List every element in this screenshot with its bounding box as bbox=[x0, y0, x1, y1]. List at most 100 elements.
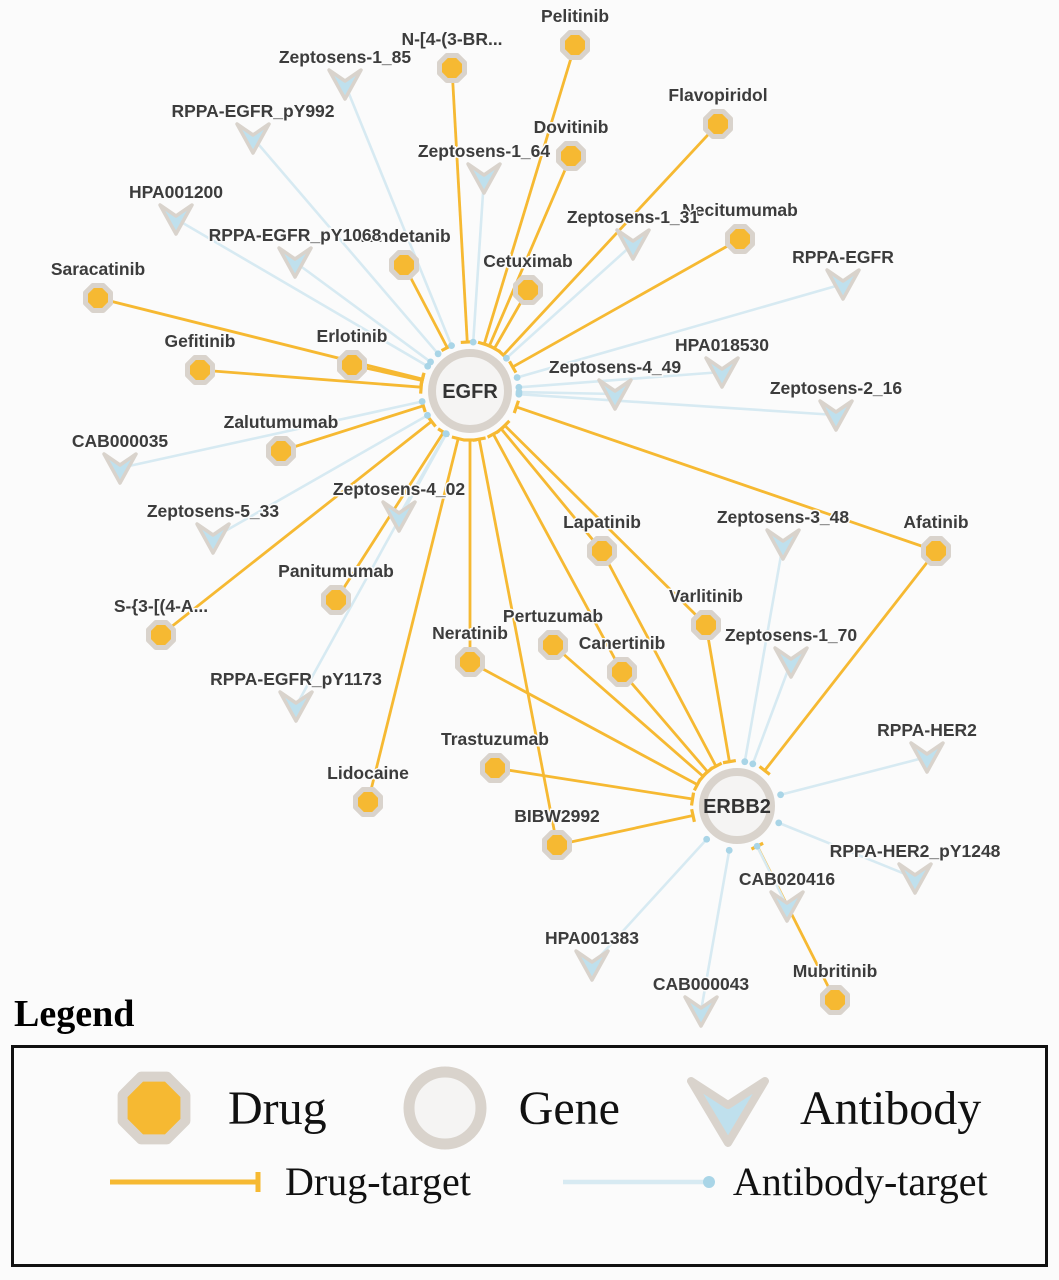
gene-label-ERBB2: ERBB2 bbox=[703, 796, 771, 818]
node-label-canertinib: Canertinib bbox=[579, 633, 666, 653]
antibody-node-rppa_egfr bbox=[825, 268, 861, 301]
antibody-target-dot bbox=[424, 411, 431, 419]
node-label-hpa001383: HPA001383 bbox=[545, 928, 639, 948]
node-label-panitumumab: Panitumumab bbox=[278, 561, 394, 581]
antibody-node-rppa_egfr_py1173 bbox=[278, 690, 314, 723]
antibody-target-dot bbox=[513, 374, 521, 381]
drug-target-edge bbox=[494, 766, 693, 801]
node-label-zeptosens_4_02: Zeptosens-4_02 bbox=[333, 479, 466, 499]
node-label-pelitinib: Pelitinib bbox=[541, 6, 609, 26]
antibody-target-edge bbox=[743, 543, 785, 762]
node-label-neratinib: Neratinib bbox=[432, 623, 508, 643]
legend-edges-row: Drug-target Antibody-target bbox=[106, 1158, 1045, 1205]
legend-drug-label: Drug bbox=[228, 1081, 327, 1135]
drug-target-edge bbox=[600, 550, 718, 767]
antibody-target-dot bbox=[703, 835, 711, 843]
node-label-gefitinib: Gefitinib bbox=[165, 331, 236, 351]
drug-target-tee bbox=[689, 792, 696, 806]
drug-target-edge bbox=[160, 420, 433, 637]
drug-target-tee bbox=[472, 436, 486, 442]
legend-drug-target-label: Drug-target bbox=[285, 1159, 471, 1204]
node-label-rppa_egfr_py1173: RPPA-EGFR_pY1173 bbox=[210, 669, 382, 689]
antibody-target-edge bbox=[751, 661, 793, 765]
antibody-icon bbox=[686, 1077, 769, 1147]
node-label-dovitinib: Dovitinib bbox=[534, 117, 609, 137]
node-label-rppa_her2_py1248: RPPA-HER2_pY1248 bbox=[830, 841, 1001, 861]
drug-node-saracatinib bbox=[83, 283, 113, 313]
antibody-target-dot bbox=[469, 338, 477, 346]
antibody-target-edge bbox=[518, 370, 723, 389]
gene-node-ERBB2 bbox=[699, 768, 775, 844]
antibody-target-dot bbox=[502, 354, 510, 362]
drug-node-lidocaine bbox=[353, 787, 383, 817]
drug-node-s3_4a bbox=[146, 620, 176, 650]
node-label-cetuximab: Cetuximab bbox=[483, 251, 572, 271]
legend-box: Drug Gene Antibody Drug-target Antibody-… bbox=[11, 1045, 1048, 1267]
drug-target-tee bbox=[697, 770, 709, 783]
node-label-saracatinib: Saracatinib bbox=[51, 259, 145, 279]
drug-node-flavopiridol bbox=[703, 109, 733, 139]
gene-node-EGFR bbox=[428, 349, 512, 433]
drug-node-trastuzumab bbox=[480, 753, 510, 783]
legend-title: Legend bbox=[14, 993, 135, 1035]
node-label-erlotinib: Erlotinib bbox=[317, 326, 388, 346]
antibody-node-rppa_her2_py1248 bbox=[897, 862, 933, 895]
antibody-target-dot bbox=[702, 1175, 715, 1188]
labels-layer: EGFRERBB2PelitinibN-[4-(3-BR...Flavopiri… bbox=[49, 5, 1002, 996]
antibody-target-dot bbox=[753, 842, 761, 850]
antibody-target-dot bbox=[749, 760, 757, 768]
drug-target-tee bbox=[690, 808, 696, 823]
drug-node-vandetanib bbox=[389, 250, 419, 280]
antibody-node-cab000035 bbox=[102, 452, 138, 485]
drug-target-tee bbox=[419, 373, 426, 388]
legend-antibody-target-label: Antibody-target bbox=[732, 1159, 988, 1204]
drug-icon bbox=[117, 1071, 191, 1145]
antibody-target-edge bbox=[780, 755, 928, 797]
node-label-afatinib: Afatinib bbox=[903, 512, 968, 532]
drug-target-tee bbox=[451, 435, 465, 442]
node-label-zeptosens_2_16: Zeptosens-2_16 bbox=[770, 378, 903, 398]
node-label-zeptosens_3_48: Zeptosens-3_48 bbox=[717, 507, 850, 527]
drug-target-tee bbox=[486, 429, 500, 439]
node-label-zalutumumab: Zalutumumab bbox=[224, 412, 339, 432]
node-label-rppa_egfr: RPPA-EGFR bbox=[792, 247, 894, 267]
drug-target-edge bbox=[552, 643, 705, 778]
drug-node-pelitinib bbox=[560, 30, 590, 60]
node-label-zeptosens_1_31: Zeptosens-1_31 bbox=[567, 207, 700, 227]
antibody-target-edge bbox=[471, 177, 486, 343]
node-label-rppa_her2: RPPA-HER2 bbox=[877, 720, 977, 740]
antibody-node-cab020416 bbox=[769, 890, 805, 923]
node-label-cab020416: CAB020416 bbox=[739, 869, 836, 889]
drug-node-varlitinib bbox=[691, 610, 721, 640]
drug-node-necitumumab bbox=[725, 224, 755, 254]
antibody-target-edge bbox=[343, 83, 453, 347]
antibody-chevron-shape bbox=[686, 1077, 769, 1147]
node-label-cab000035: CAB000035 bbox=[72, 431, 169, 451]
drug-node-lapatinib bbox=[587, 536, 617, 566]
node-label-rppa_egfr_py992: RPPA-EGFR_pY992 bbox=[171, 101, 334, 121]
legend-nodes-row: Drug Gene Antibody bbox=[106, 1060, 1045, 1156]
antibody-target-edge bbox=[518, 390, 616, 396]
drug-target-edge bbox=[477, 438, 559, 846]
drug-target-edge bbox=[704, 624, 731, 762]
drug-target-edge bbox=[450, 67, 469, 343]
antibody-target-dot bbox=[434, 350, 442, 358]
antibody-target-edge bbox=[518, 392, 837, 417]
node-label-cab000043: CAB000043 bbox=[653, 974, 750, 994]
antibody-node-rppa_her2 bbox=[909, 741, 945, 774]
drug-node-mubritinib bbox=[820, 985, 850, 1015]
gene-label-EGFR: EGFR bbox=[442, 381, 498, 403]
drug-node-n4_3br bbox=[437, 53, 467, 83]
node-label-zeptosens_5_33: Zeptosens-5_33 bbox=[147, 501, 280, 521]
antibody-target-dot bbox=[777, 791, 784, 799]
gene-circle-shape bbox=[403, 1066, 487, 1150]
drug-target-edge bbox=[482, 44, 577, 345]
drug-target-tee bbox=[487, 343, 501, 354]
nodes-layer bbox=[83, 30, 951, 1028]
node-label-zeptosens_4_49: Zeptosens-4_49 bbox=[549, 357, 682, 377]
drug-node-cetuximab bbox=[513, 275, 543, 305]
drug-node-erlotinib bbox=[337, 350, 367, 380]
legend-gene-label: Gene bbox=[518, 1081, 620, 1135]
drug-node-pertuzumab bbox=[538, 630, 568, 660]
drug-target-edge bbox=[763, 550, 938, 772]
